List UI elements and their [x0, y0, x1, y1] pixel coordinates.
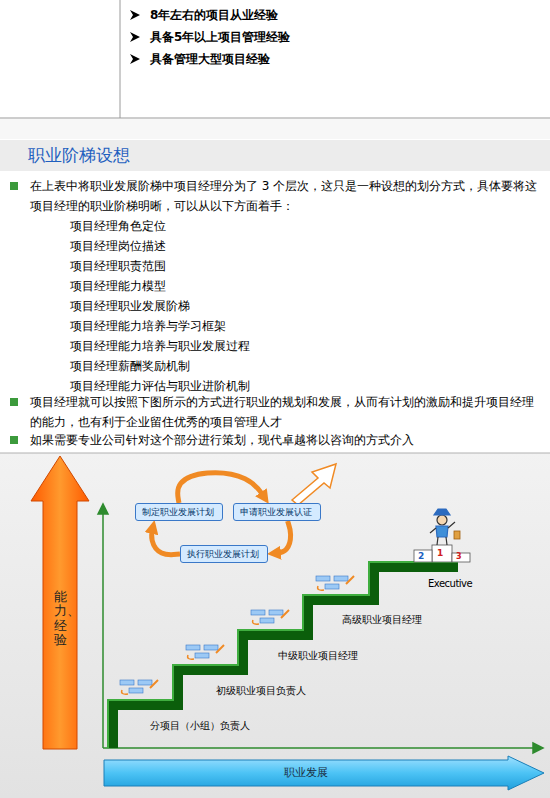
box-text: 执行职业发展计划	[187, 548, 261, 560]
box-text: 制定职业发展计划	[142, 506, 216, 518]
square-bullet	[10, 182, 18, 190]
cycle-icon	[316, 576, 354, 590]
arrow-bullets	[130, 10, 140, 64]
step-label: Executive	[428, 577, 472, 591]
axis-label: 能力、经验	[54, 590, 67, 647]
staircase-highlight	[108, 562, 458, 748]
list-item: 项目经理职责范围	[70, 256, 470, 276]
podium-number: 3	[456, 552, 462, 561]
arrow-bullet	[130, 32, 140, 42]
process-box: 制定职业发展计划	[135, 503, 223, 521]
square-bullet	[10, 436, 18, 444]
podium-number: 1	[437, 548, 443, 559]
podium	[414, 545, 470, 562]
requirement-item: 具备5年以上项目管理经验	[150, 27, 530, 47]
bullet-paragraph: 项目经理就可以按照下图所示的方式进行职业的规划和发展，从而有计划的激励和提升项目…	[30, 392, 542, 432]
table-border	[0, 118, 550, 119]
list-item: 项目经理能力培养与学习框架	[70, 316, 470, 336]
panel-border	[0, 453, 550, 454]
winner-figure	[430, 509, 460, 545]
bullet-paragraph: 如果需要专业公司针对这个部分进行策划，现代卓越将以咨询的方式介入	[30, 430, 542, 450]
list-item: 项目经理能力模型	[70, 276, 470, 296]
spacer-band	[0, 119, 550, 139]
podium-block	[414, 550, 432, 562]
list-item: 项目经理角色定位	[70, 216, 470, 236]
cycle-icon	[251, 610, 289, 624]
cycle-icon	[120, 680, 158, 694]
requirement-item: 具备管理大型项目经验	[150, 49, 530, 69]
section-heading: 职业阶梯设想	[28, 143, 130, 167]
diagram-panel	[0, 453, 550, 798]
axis-head	[533, 743, 543, 753]
process-box: 执行职业发展计划	[180, 545, 268, 563]
step-icons	[120, 576, 354, 694]
table-divider	[120, 0, 121, 118]
bullet-paragraph: 在上表中将职业发展阶梯中项目经理分为了 3 个层次，这只是一种设想的划分方式，具…	[30, 176, 542, 216]
list-item: 项目经理能力评估与职业进阶机制	[70, 376, 470, 396]
requirement-item: 8年左右的项目从业经验	[150, 5, 530, 25]
list-item: 项目经理能力培养与职业发展过程	[70, 336, 470, 356]
square-bullets	[10, 182, 18, 444]
podium-block	[432, 545, 452, 562]
cycle-icon	[186, 645, 224, 659]
step-label: 分项目（小组）负责人	[150, 719, 250, 733]
heading-band	[0, 140, 550, 171]
podium-block	[452, 553, 470, 562]
cycle-arrow	[274, 521, 291, 553]
axis-line	[103, 747, 535, 749]
cycle-arrow	[178, 473, 265, 503]
arrow-bullet	[130, 10, 140, 20]
step-label: 高级职业项目经理	[342, 613, 422, 627]
podium-number: 2	[418, 551, 424, 562]
axis-arrow: 职业发展	[103, 755, 545, 791]
square-bullet	[10, 398, 18, 406]
staircase	[113, 567, 458, 748]
hollow-arrow	[292, 464, 336, 505]
step-label: 中级职业项目经理	[278, 649, 358, 663]
axes	[98, 504, 543, 753]
axis-head	[98, 504, 108, 514]
arrow-outline	[31, 456, 89, 749]
list-item: 项目经理职业发展阶梯	[70, 296, 470, 316]
box-text: 申请职业发展认证	[240, 506, 314, 518]
list-item: 项目经理岗位描述	[70, 236, 470, 256]
step-label: 初级职业项目负责人	[216, 684, 306, 698]
list-item: 项目经理薪酬奖励机制	[70, 356, 470, 376]
cycle-arrow	[152, 527, 180, 555]
arrow-outline	[104, 756, 544, 790]
axis-line	[102, 512, 104, 748]
process-box: 申请职业发展认证	[233, 503, 321, 521]
axis-label: 职业发展	[284, 764, 328, 782]
axis-arrow: 能力、经验	[30, 455, 90, 750]
arrow-bullet	[130, 54, 140, 64]
